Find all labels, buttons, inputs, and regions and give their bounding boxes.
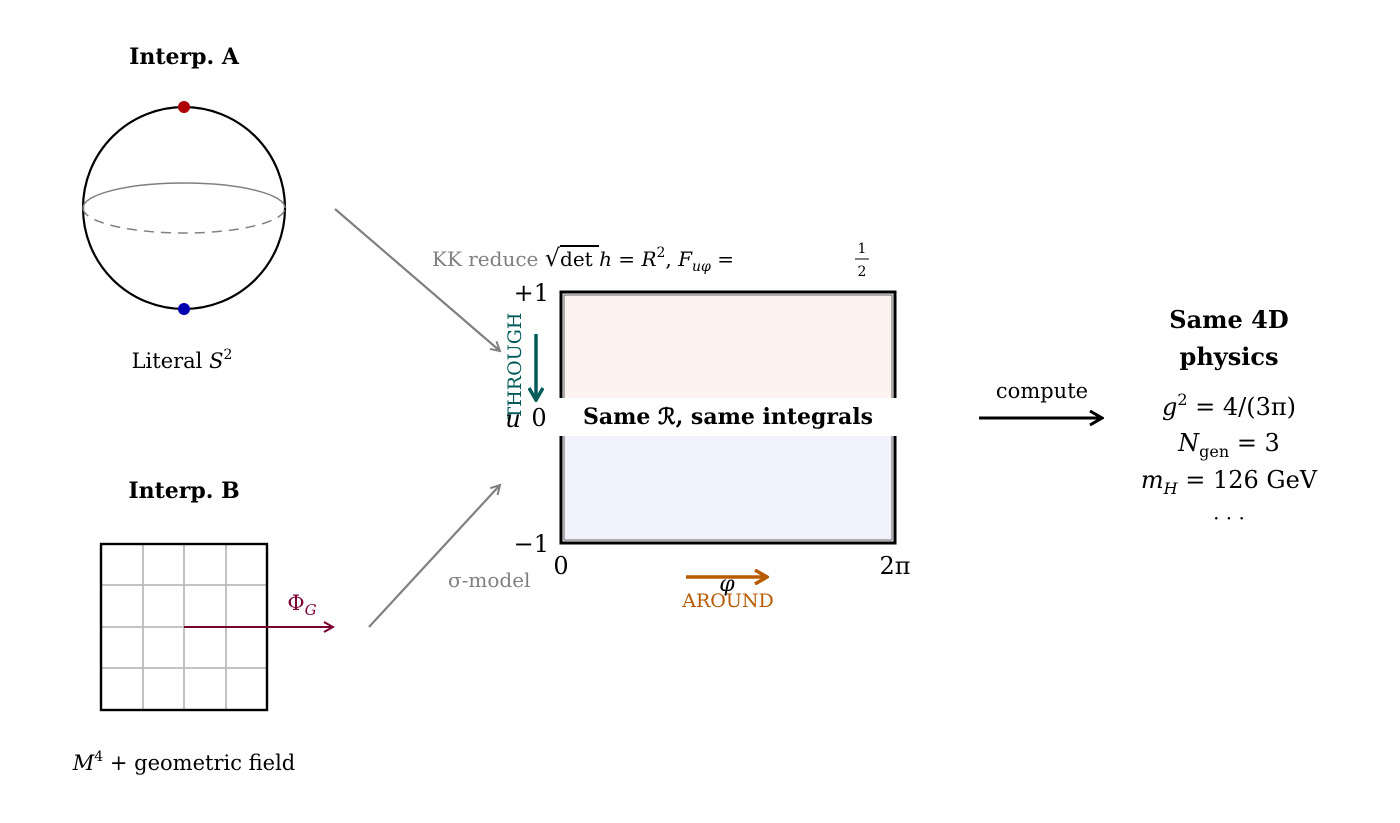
phi-axis-label: φ <box>719 572 735 597</box>
kk-fraction-numerator: 1 <box>858 241 867 257</box>
sphere-equator-front <box>82 207 286 234</box>
interp-a-panel: Interp. A Literal S2 <box>81 44 287 373</box>
result-panel: Same 4D physics g2 = 4/(3π) Ngen = 3 mH … <box>1141 305 1318 530</box>
domain-panel: +1 −1 0 2π THROUGH u 0 Same ℛ, same inte… <box>504 279 911 612</box>
compute-arrow-group: compute <box>979 379 1102 418</box>
kk-arrow-group: KK reduce √det h = R2, Fuφ = 1 2 <box>334 208 869 351</box>
phi-tick-right: 2π <box>879 552 910 580</box>
domain-lower-half <box>561 417 895 543</box>
u-tick-bottom: −1 <box>514 530 549 558</box>
result-title-line2: physics <box>1180 342 1279 371</box>
u-tick-middle: 0 <box>531 404 546 432</box>
generations-value: Ngen = 3 <box>1177 429 1280 461</box>
field-label: ΦG <box>287 591 316 619</box>
kk-fraction-denominator: 2 <box>858 264 867 280</box>
sphere-equator-back <box>82 182 286 209</box>
higgs-mass-value: mH = 126 GeV <box>1141 466 1318 498</box>
north-pole-dot <box>178 101 190 113</box>
sphere-outline <box>81 105 287 311</box>
compute-label: compute <box>996 379 1088 403</box>
sigma-arrow-group: σ-model <box>368 485 530 628</box>
interp-b-caption: M4 + geometric field <box>72 749 295 775</box>
kk-reduce-arrow <box>334 208 500 351</box>
domain-upper-half <box>561 292 895 417</box>
banner-background <box>550 398 905 436</box>
same-integrals-banner: Same ℛ, same integrals <box>583 404 873 430</box>
interp-a-title: Interp. A <box>129 44 240 70</box>
u-axis-label: u <box>505 405 520 433</box>
interp-b-title: Interp. B <box>128 478 239 504</box>
interp-b-panel: Interp. B ΦG M4 + geometric field <box>72 478 333 775</box>
through-label: THROUGH <box>504 313 526 420</box>
phi-tick-left: 0 <box>553 552 568 580</box>
sigma-model-arrow <box>368 485 500 628</box>
more-results-ellipsis: · · · <box>1213 506 1245 530</box>
coupling-value: g2 = 4/(3π) <box>1162 390 1296 421</box>
south-pole-dot <box>178 303 190 315</box>
around-label: AROUND <box>681 590 773 612</box>
interp-a-caption: Literal S2 <box>132 347 233 373</box>
u-tick-top: +1 <box>514 279 549 307</box>
kk-formula: KK reduce √det h = R2, Fuφ = <box>432 244 734 275</box>
result-title-line1: Same 4D <box>1169 305 1288 334</box>
sigma-model-label: σ-model <box>448 568 530 592</box>
